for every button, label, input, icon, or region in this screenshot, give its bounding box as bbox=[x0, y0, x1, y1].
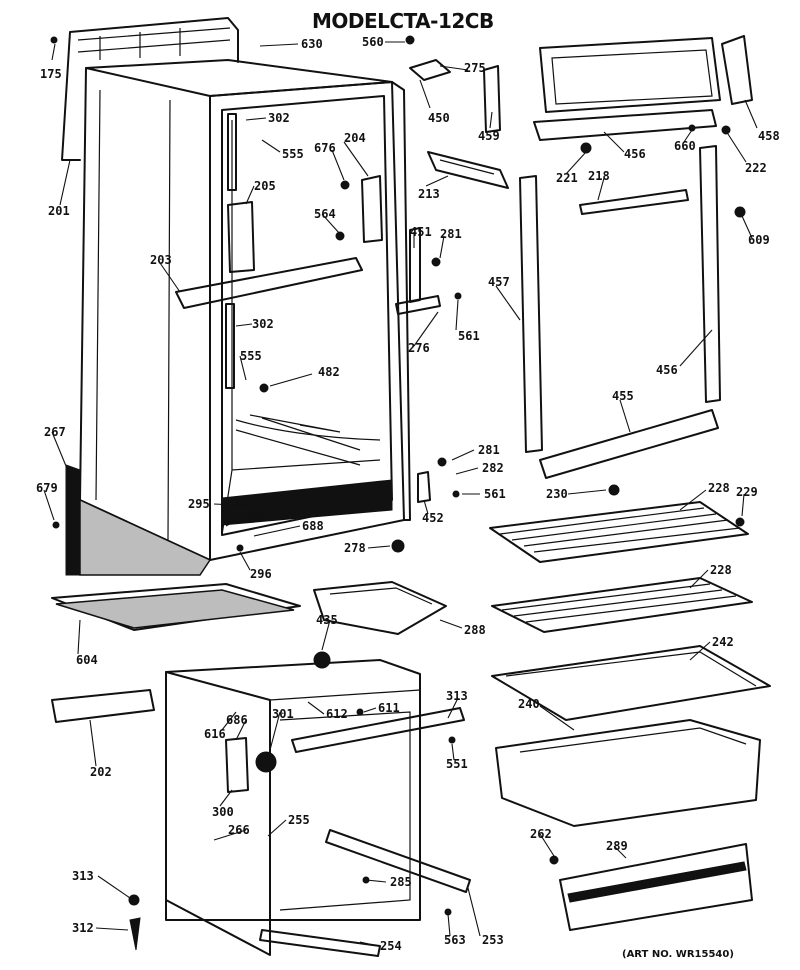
part-label: 458 bbox=[758, 129, 780, 143]
part-label: 456 bbox=[624, 147, 646, 161]
part-label: 561 bbox=[484, 487, 506, 501]
part-label: 452 bbox=[422, 511, 444, 525]
part-label: 609 bbox=[748, 233, 770, 247]
part-label: 203 bbox=[150, 253, 172, 267]
part-label: 555 bbox=[282, 147, 304, 161]
part-label: 302 bbox=[252, 317, 274, 331]
part-label: 228 bbox=[708, 481, 730, 495]
part-label: 296 bbox=[250, 567, 272, 581]
part-label: 561 bbox=[458, 329, 480, 343]
diagram-title: MODELCTA-12CB bbox=[312, 9, 494, 33]
part-label: 254 bbox=[380, 939, 402, 953]
part-label: 451 bbox=[410, 225, 432, 239]
part-label: 457 bbox=[488, 275, 510, 289]
part-label: 660 bbox=[674, 139, 696, 153]
part-label: 611 bbox=[378, 701, 400, 715]
part-label: 202 bbox=[90, 765, 112, 779]
part-labels: 175 201 630 560 275 450 459 458 302 555 … bbox=[36, 35, 780, 953]
freezer-section bbox=[51, 581, 471, 957]
part-label: 450 bbox=[428, 111, 450, 125]
part-label: 213 bbox=[418, 187, 440, 201]
part-label: 300 bbox=[212, 805, 234, 819]
shelves bbox=[489, 501, 771, 931]
part-label: 555 bbox=[240, 349, 262, 363]
part-label: 201 bbox=[48, 204, 70, 218]
part-label: 612 bbox=[326, 707, 348, 721]
part-label: 284 bbox=[246, 509, 268, 523]
part-label: 267 bbox=[44, 425, 66, 439]
part-label: 222 bbox=[745, 161, 767, 175]
part-label: 278 bbox=[344, 541, 366, 555]
part-label: 276 bbox=[408, 341, 430, 355]
part-label: 630 bbox=[301, 37, 323, 51]
part-label: 676 bbox=[314, 141, 336, 155]
part-label: 204 bbox=[344, 131, 366, 145]
part-label: 266 bbox=[228, 823, 250, 837]
part-label: 230 bbox=[546, 487, 568, 501]
part-label: 459 bbox=[478, 129, 500, 143]
part-label: 604 bbox=[76, 653, 98, 667]
fasteners bbox=[50, 35, 746, 951]
part-label: 221 bbox=[556, 171, 578, 185]
part-label: 288 bbox=[464, 623, 486, 637]
art-number: (ART NO. WR15540) bbox=[622, 949, 734, 960]
part-label: 229 bbox=[736, 485, 758, 499]
leader-lines bbox=[43, 41, 758, 947]
part-label: 455 bbox=[612, 389, 634, 403]
part-label: 616 bbox=[204, 727, 226, 741]
part-label: 302 bbox=[268, 111, 290, 125]
part-label: 563 bbox=[444, 933, 466, 947]
part-label: 301 bbox=[272, 707, 294, 721]
part-label: 262 bbox=[530, 827, 552, 841]
part-label: 240 bbox=[518, 697, 540, 711]
part-label: 255 bbox=[288, 813, 310, 827]
cabinet bbox=[61, 17, 411, 576]
part-label: 282 bbox=[482, 461, 504, 475]
part-label: 205 bbox=[254, 179, 276, 193]
part-label: 242 bbox=[712, 635, 734, 649]
part-label: 456 bbox=[656, 363, 678, 377]
part-label: 686 bbox=[226, 713, 248, 727]
part-label: 289 bbox=[606, 839, 628, 853]
part-label: 435 bbox=[316, 613, 338, 627]
part-label: 281 bbox=[440, 227, 462, 241]
part-label: 564 bbox=[314, 207, 336, 221]
part-label: 281 bbox=[478, 443, 500, 457]
part-label: 312 bbox=[72, 921, 94, 935]
part-label: 551 bbox=[446, 757, 468, 771]
part-label: 313 bbox=[72, 869, 94, 883]
part-label: 218 bbox=[588, 169, 610, 183]
part-label: 228 bbox=[710, 563, 732, 577]
part-label: 560 bbox=[362, 35, 384, 49]
part-label: 482 bbox=[318, 365, 340, 379]
part-label: 175 bbox=[40, 67, 62, 81]
part-label: 313 bbox=[446, 689, 468, 703]
part-label: 679 bbox=[36, 481, 58, 495]
part-label: 253 bbox=[482, 933, 504, 947]
part-label: 295 bbox=[188, 497, 210, 511]
door-parts bbox=[395, 35, 753, 503]
part-label: 275 bbox=[464, 61, 486, 75]
part-label: 285 bbox=[390, 875, 412, 889]
part-label: 688 bbox=[302, 519, 324, 533]
